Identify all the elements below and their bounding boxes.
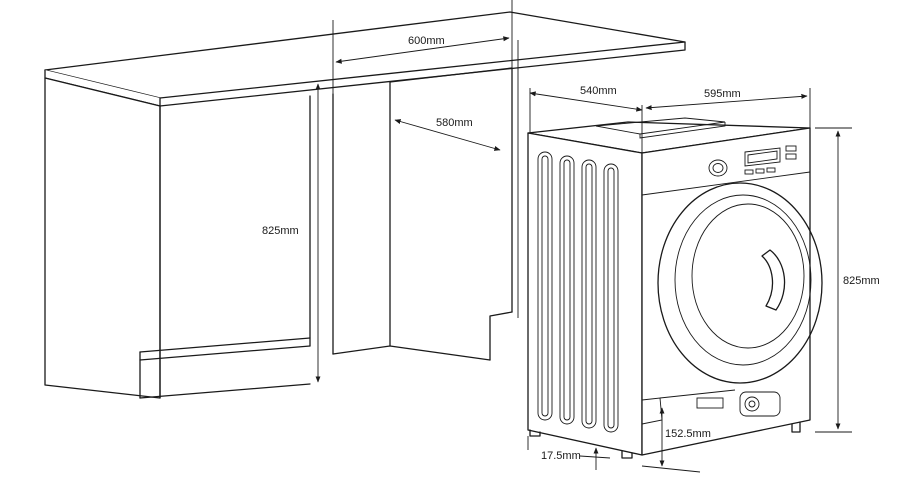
label-machine-height: 825mm	[843, 275, 880, 287]
label-cabinet-height: 825mm	[262, 225, 299, 237]
label-machine-depth: 540mm	[580, 85, 617, 97]
label-cabinet-width: 600mm	[408, 35, 445, 47]
label-cabinet-depth: 580mm	[436, 117, 473, 129]
dimension-labels: 600mm 825mm 580mm 540mm 595mm 825mm 152.…	[262, 35, 880, 462]
label-foot-height: 17.5mm	[541, 450, 581, 462]
label-base-clearance: 152.5mm	[665, 428, 711, 440]
washing-machine	[527, 117, 823, 459]
side-ribs	[537, 151, 619, 433]
label-machine-width: 595mm	[704, 88, 741, 100]
display-panel	[744, 147, 781, 167]
door	[657, 182, 823, 384]
dimension-lines	[315, 0, 852, 473]
program-knob	[708, 159, 728, 177]
